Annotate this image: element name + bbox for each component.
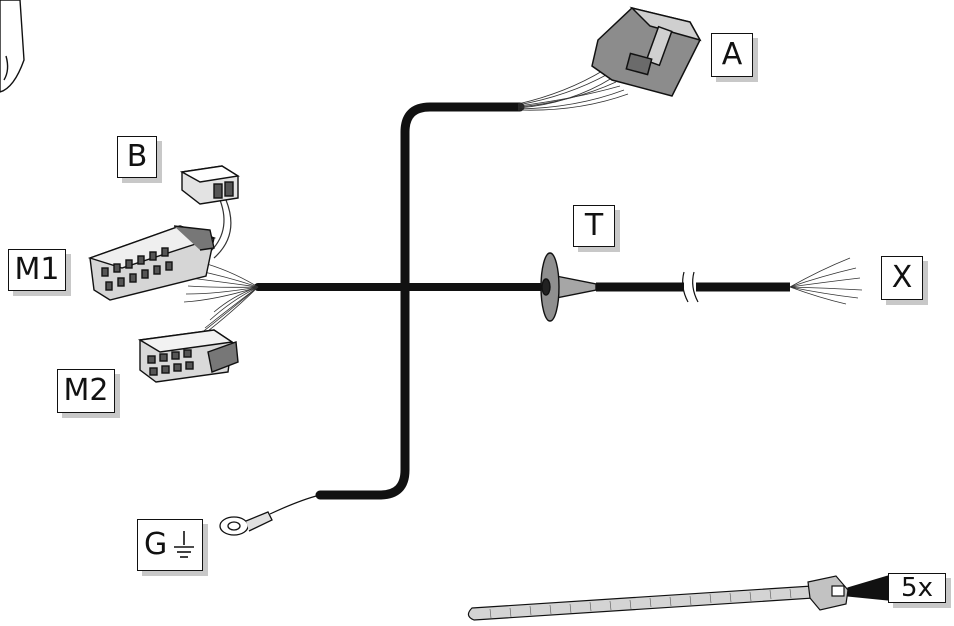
main-cable — [254, 102, 549, 500]
connector-a-icon — [591, 6, 702, 97]
accessory-bag-icon — [0, 0, 25, 93]
label-g-text: G — [144, 527, 168, 562]
cable-tie-icon — [467, 575, 889, 621]
label-m1: M1 — [8, 249, 66, 291]
grommet-t-icon — [540, 252, 597, 322]
label-cable-ties-count: 5x — [888, 573, 946, 603]
label-b: B — [117, 136, 157, 178]
label-a: A — [711, 33, 753, 77]
ground-symbol-icon — [174, 531, 195, 558]
connector-m1-icon — [87, 225, 217, 301]
wires-to-connector-a — [517, 69, 629, 111]
label-m2: M2 — [57, 369, 115, 413]
cable-to-x — [596, 271, 790, 303]
wires-to-x — [789, 257, 863, 305]
label-g: G — [137, 519, 203, 571]
label-x: X — [881, 256, 923, 300]
ground-ring-icon — [219, 494, 321, 536]
connector-m2-icon — [137, 329, 239, 383]
label-t: T — [573, 205, 615, 247]
connector-b-icon — [179, 165, 240, 205]
